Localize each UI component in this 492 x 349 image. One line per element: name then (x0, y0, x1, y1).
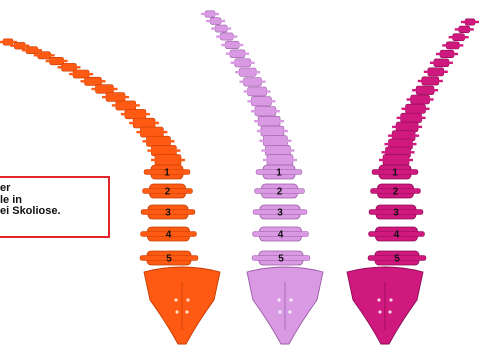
vertebra-process (449, 36, 469, 38)
vertebra-process (211, 27, 231, 29)
lumbar-label: 4 (278, 230, 284, 241)
vertebra-process (22, 49, 42, 51)
vertebra-process (397, 117, 426, 119)
vertebra-process (58, 66, 81, 68)
vertebra-process (34, 54, 55, 56)
vertebra-process (151, 159, 185, 161)
lumbar-label: 2 (393, 187, 399, 198)
vertebra-process (216, 35, 237, 37)
caption-box: er le in ei Skoliose. (0, 176, 110, 238)
vertebra-process (221, 44, 243, 46)
vertebra-process (46, 60, 68, 62)
vertebra-process (240, 81, 266, 83)
lumbar-label: 4 (166, 230, 172, 241)
vertebra-process (418, 80, 443, 82)
vertebra-process (206, 20, 225, 22)
lumbar-label: 1 (392, 168, 398, 179)
vertebra-process (257, 130, 288, 132)
caption-line-3: ei Skoliose. (0, 206, 108, 218)
lumbar-label: 3 (277, 208, 283, 219)
vertebra-process (251, 110, 280, 112)
vertebra-process (379, 159, 413, 161)
lumbar-label: 2 (277, 187, 283, 198)
spine-magenta: 1 2 3 4 5 (347, 19, 479, 344)
vertebra-process (136, 131, 167, 133)
sacral-foramen (278, 310, 281, 313)
vertebra-process (231, 62, 255, 64)
vertebra-process (112, 104, 140, 106)
vertebra-process (392, 126, 422, 128)
vertebra-process (442, 44, 463, 46)
sacral-foramen (277, 298, 280, 301)
caption-line-1: er (0, 183, 108, 195)
vertebra-process (259, 140, 291, 142)
vertebra-process (129, 122, 159, 124)
sacral-foramen (377, 298, 380, 301)
vertebra-process (430, 62, 453, 64)
vertebra-process (382, 151, 415, 153)
vertebra-process (254, 120, 284, 122)
vertebra-process (261, 149, 294, 151)
lumbar-label: 1 (164, 168, 170, 179)
vertebra-process (244, 90, 271, 92)
vertebra-process (263, 159, 297, 161)
sacral-foramen (389, 298, 392, 301)
vertebra-process (10, 45, 29, 47)
sacral-foramen (186, 298, 189, 301)
vertebra-process (81, 80, 106, 82)
vertebra-process (455, 28, 474, 30)
vertebra-process (407, 98, 434, 100)
vertebra-process (121, 113, 150, 115)
vertebra-process (424, 71, 448, 73)
lumbar-label: 5 (394, 254, 400, 265)
vertebra-process (436, 53, 458, 55)
vertebra-process (235, 71, 260, 73)
lumbar-label: 1 (276, 168, 282, 179)
sacral-foramen (378, 310, 381, 313)
vertebra-process (147, 149, 180, 151)
vertebra-process (388, 135, 419, 137)
sacral-foramen (388, 310, 391, 313)
vertebra-process (226, 53, 249, 55)
vertebra-process (143, 140, 175, 142)
lumbar-label: 5 (278, 254, 284, 265)
vertebra-process (69, 73, 93, 75)
sacral-foramen (175, 310, 178, 313)
lumbar-label: 5 (166, 254, 172, 265)
vertebra-process (402, 108, 430, 110)
lumbar-label: 4 (394, 230, 400, 241)
sacral-foramen (289, 298, 292, 301)
vertebra-process (461, 21, 479, 23)
lumbar-label: 3 (393, 208, 399, 219)
lumbar-label: 2 (165, 187, 171, 198)
vertebra-process (385, 143, 417, 145)
sacral-foramen (174, 298, 177, 301)
lumbar-label: 3 (165, 208, 171, 219)
spine-lilac: 1 2 3 4 5 (201, 11, 323, 344)
vertebra-process (92, 88, 118, 90)
vertebra-process (412, 89, 438, 91)
vertebra-process (247, 100, 275, 102)
vertebra-process (102, 96, 129, 98)
sacral-foramen (288, 310, 291, 313)
sacral-foramen (185, 310, 188, 313)
vertebra-process (201, 13, 219, 15)
